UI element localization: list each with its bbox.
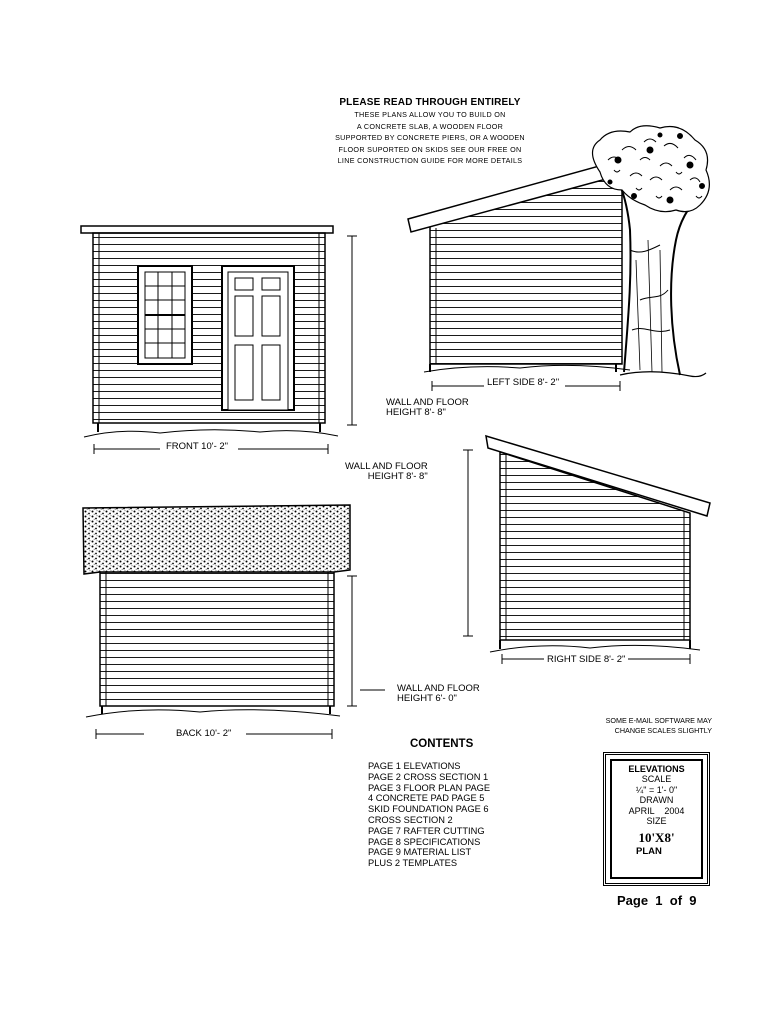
email-scale-note: SOME E-MAIL SOFTWARE MAY CHANGE SCALES S… bbox=[560, 716, 712, 736]
contents-list: PAGE 1 ELEVATIONS PAGE 2 CROSS SECTION 1… bbox=[368, 761, 490, 869]
front-door bbox=[221, 265, 295, 411]
height-label: HEIGHT 8'- 8" bbox=[386, 407, 446, 418]
contents-item: PAGE 7 RAFTER CUTTING bbox=[368, 825, 485, 836]
title-block-inner: ELEVATIONS SCALE ¼" = 1'- 0" DRAWN APRIL… bbox=[610, 759, 703, 879]
wall-floor-label: WALL AND FLOOR bbox=[386, 397, 469, 408]
note-line: A CONCRETE SLAB, A WOODEN FLOOR bbox=[356, 121, 504, 131]
note-line: SUPPORTED BY CONCRETE PIERS, OR A WOODEN bbox=[335, 133, 525, 142]
front-dimension-label: FRONT 10'- 2" bbox=[166, 441, 229, 452]
scale-label: SCALE bbox=[641, 774, 672, 784]
contents-item: PAGE 9 MATERIAL LIST bbox=[368, 847, 472, 858]
size-label: SIZE bbox=[646, 816, 667, 826]
right-side-dimension-label: RIGHT SIDE 8'- 2" bbox=[547, 654, 626, 665]
email-note-line: CHANGE SCALES SLIGHTLY bbox=[614, 726, 712, 735]
title-block: ELEVATIONS SCALE ¼" = 1'- 0" DRAWN APRIL… bbox=[603, 752, 710, 886]
note-line: THESE PLANS ALLOW YOU TO BUILD ON bbox=[354, 110, 506, 119]
construction-note: THESE PLANS ALLOW YOU TO BUILD ON A CONC… bbox=[300, 109, 560, 167]
contents-item: PAGE 2 CROSS SECTION 1 bbox=[368, 771, 489, 782]
height-label: HEIGHT 8'- 8" bbox=[367, 471, 428, 482]
read-entirely-title: PLEASE READ THROUGH ENTIRELY bbox=[339, 97, 521, 108]
right-wall-height-label: WALL AND FLOOR HEIGHT 8'- 8" bbox=[345, 462, 428, 482]
note-line: LINE CONSTRUCTION GUIDE FOR MORE DETAILS bbox=[337, 156, 523, 165]
drawn-date: APRIL 2004 bbox=[628, 805, 685, 816]
title-block-heading: ELEVATIONS bbox=[628, 764, 685, 774]
drawn-label: DRAWN bbox=[639, 795, 674, 805]
contents-item: SKID FOUNDATION PAGE 6 bbox=[368, 804, 489, 815]
back-wall bbox=[99, 571, 335, 707]
size-value: 10'X8' bbox=[638, 829, 675, 845]
right-side-roof bbox=[485, 434, 711, 517]
front-window bbox=[137, 265, 193, 365]
left-side-dimension-label: LEFT SIDE 8'- 2" bbox=[487, 377, 560, 388]
back-elevation bbox=[82, 504, 385, 739]
left-side-elevation bbox=[407, 157, 633, 391]
contents-item: PLUS 2 TEMPLATES bbox=[368, 858, 458, 869]
front-roof-fascia bbox=[80, 225, 334, 234]
contents-item: CROSS SECTION 2 bbox=[368, 814, 453, 825]
wall-floor-label: WALL AND FLOOR bbox=[397, 683, 480, 694]
contents-item: PAGE 3 FLOOR PLAN PAGE bbox=[368, 782, 491, 793]
contents-item: PAGE 8 SPECIFICATIONS bbox=[368, 836, 481, 847]
email-note-line: SOME E-MAIL SOFTWARE MAY bbox=[605, 716, 712, 725]
back-dimension-label: BACK 10'- 2" bbox=[176, 728, 232, 739]
contents-title: CONTENTS bbox=[410, 738, 474, 750]
back-roof-shingles bbox=[82, 504, 351, 575]
right-side-elevation bbox=[463, 434, 711, 664]
page-number: Page 1 of 9 bbox=[617, 893, 697, 908]
tree-illustration bbox=[591, 125, 710, 378]
back-wall-height-label: WALL AND FLOOR HEIGHT 6'- 0" bbox=[397, 684, 480, 704]
scale-value: ¼" = 1'- 0" bbox=[635, 784, 678, 795]
wall-floor-label: WALL AND FLOOR bbox=[345, 461, 428, 472]
plan-label: PLAN bbox=[636, 845, 662, 857]
note-line: FLOOR SUPORTED ON SKIDS SEE OUR FREE ON bbox=[338, 144, 522, 154]
front-wall-height-label: WALL AND FLOOR HEIGHT 8'- 8" bbox=[386, 398, 469, 418]
contents-item: PAGE 1 ELEVATIONS bbox=[368, 761, 461, 771]
height-label: HEIGHT 6'- 0" bbox=[397, 693, 457, 704]
front-elevation bbox=[80, 225, 357, 454]
contents-item: 4 CONCRETE PAD PAGE 5 bbox=[368, 793, 485, 804]
